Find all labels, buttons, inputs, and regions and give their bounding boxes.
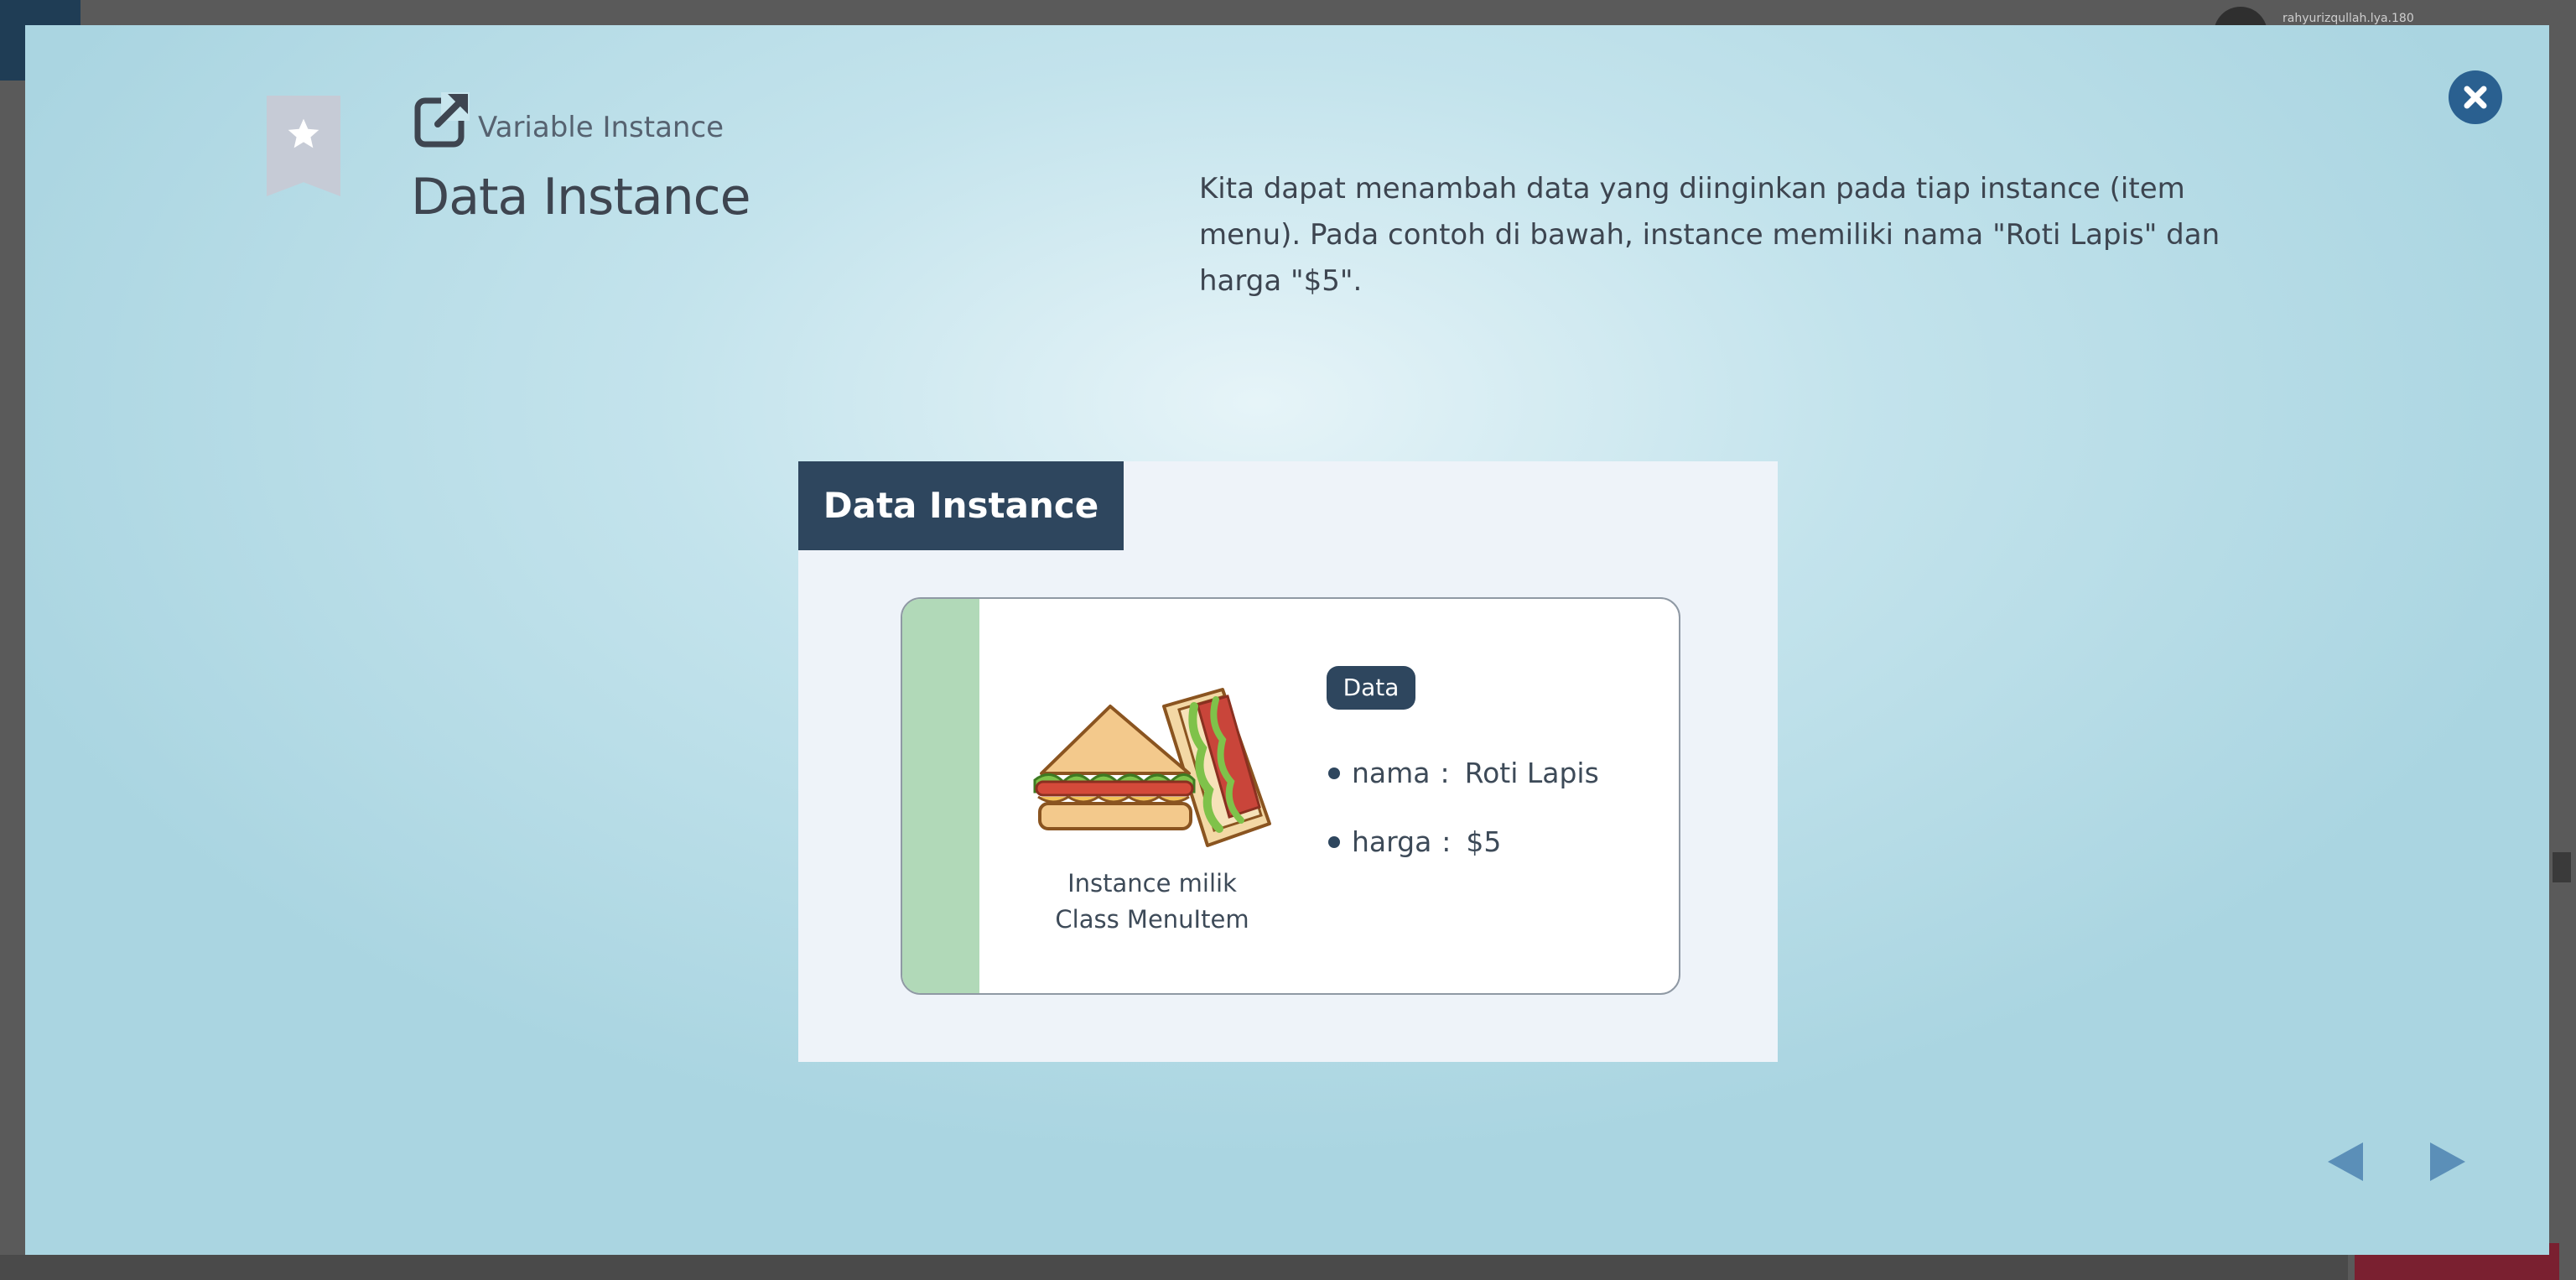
slide-modal: Variable Instance Data Instance Kita dap… <box>25 25 2549 1255</box>
figure-header: Data Instance <box>798 461 1124 550</box>
username-label: rahyurizqullah.lya.180 <box>2283 12 2414 25</box>
external-link-icon[interactable] <box>413 89 473 149</box>
next-arrow-icon[interactable] <box>2428 1141 2467 1183</box>
close-button[interactable] <box>2449 70 2502 124</box>
scrollbar-thumb <box>2553 852 2571 882</box>
sandwich-icon <box>1033 688 1271 847</box>
data-value: Roti Lapis <box>1464 757 1599 789</box>
data-separator: : <box>1440 757 1450 789</box>
data-row-nama: nama: Roti Lapis <box>1328 755 1599 789</box>
data-badge: Data <box>1327 666 1415 710</box>
instance-label-line2: Class MenuItem <box>1055 905 1249 934</box>
data-key: harga <box>1352 825 1432 858</box>
data-key: nama <box>1352 757 1431 789</box>
instance-label-line1: Instance milik <box>1067 869 1237 898</box>
slide-subtitle: Variable Instance <box>478 111 724 144</box>
bottom-bar <box>0 1255 2348 1280</box>
previous-arrow-icon[interactable] <box>2326 1141 2365 1183</box>
bookmark-star-icon[interactable] <box>267 96 340 196</box>
slide-title: Data Instance <box>411 168 751 226</box>
instance-card: Instance milik Class MenuItem Data nama:… <box>901 597 1680 995</box>
card-stripe <box>902 599 979 993</box>
bullet-icon <box>1328 767 1340 779</box>
data-value: $5 <box>1466 825 1502 858</box>
data-separator: : <box>1441 825 1452 858</box>
bullet-icon <box>1328 835 1340 848</box>
instance-label: Instance milik Class MenuItem <box>1018 866 1286 938</box>
slide-description: Kita dapat menambah data yang diinginkan… <box>1199 172 2220 298</box>
close-icon <box>2464 86 2487 109</box>
data-row-harga: harga: $5 <box>1328 824 1501 858</box>
illustration-figure: Data Instance Instance milik Cl <box>798 461 1778 1062</box>
